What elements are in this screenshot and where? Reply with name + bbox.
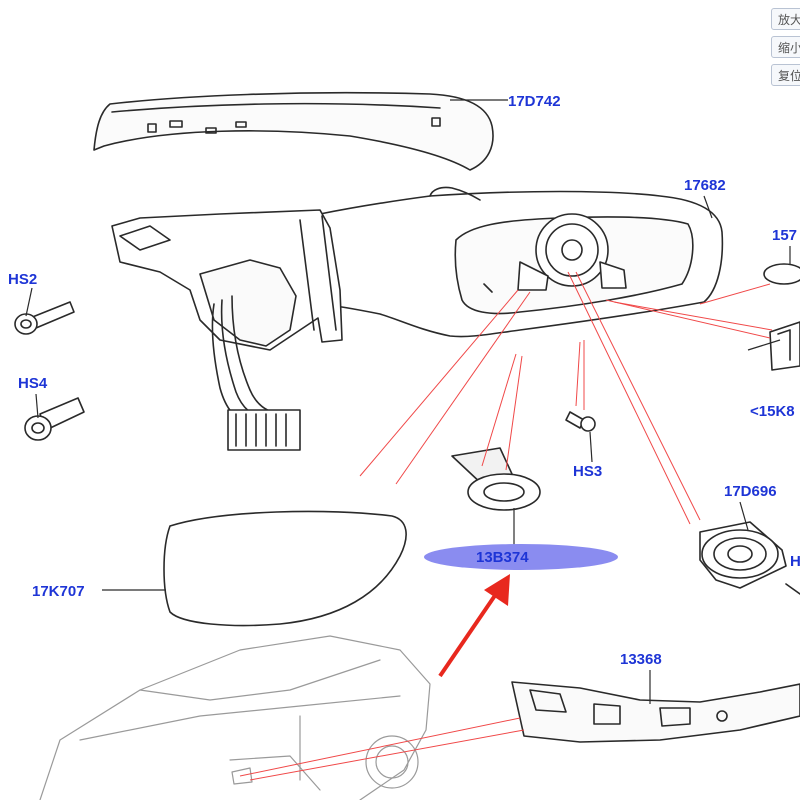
callout-screw-hs3: HS3	[573, 463, 602, 480]
puddle-lamp	[451, 447, 541, 511]
highlight-ellipse	[424, 544, 618, 570]
clip-partial	[769, 321, 800, 371]
mirror-base	[111, 209, 343, 451]
vehicle-outline	[39, 635, 431, 800]
callout-edge-partial: H	[790, 553, 800, 570]
zoom-in-button[interactable]: 放大	[771, 8, 800, 30]
bolt-hs2	[14, 301, 75, 335]
mirror-cap	[93, 91, 494, 171]
callout-mirror-cap: 17D742	[508, 93, 561, 110]
callout-puddle-lamp: 13B374	[476, 549, 529, 566]
reset-button[interactable]: 复位	[771, 64, 800, 86]
callout-glass: 17K707	[32, 583, 85, 600]
callout-indicator: 13368	[620, 651, 662, 668]
callout-bolt-hs2: HS2	[8, 271, 37, 288]
gasket-partial	[763, 263, 800, 285]
callout-mirror-housing: 17682	[684, 177, 726, 194]
callout-gasket-partial: 157	[772, 227, 797, 244]
zoom-out-button[interactable]: 缩小	[771, 36, 800, 58]
callout-clip-partial: <15K8	[750, 403, 795, 420]
callout-leaders	[25, 99, 791, 704]
mirror-glass	[163, 510, 407, 627]
mirror-actuator	[699, 521, 800, 595]
side-indicator	[511, 681, 800, 743]
callout-bolt-hs4: HS4	[18, 375, 48, 392]
bolt-hs4	[24, 397, 85, 441]
screw-hs3	[565, 411, 596, 432]
mirror-housing	[319, 186, 724, 338]
callout-actuator: 17D696	[724, 483, 777, 500]
leader-lines	[239, 271, 773, 781]
red-arrow	[438, 574, 510, 678]
